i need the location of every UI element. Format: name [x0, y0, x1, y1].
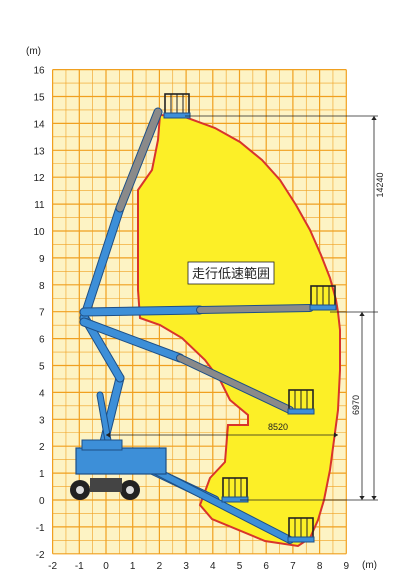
y-tick-label: 9: [39, 254, 45, 265]
dim-outreach-label: 8520: [268, 422, 288, 432]
y-tick-label: 11: [34, 200, 45, 211]
chassis-body: [75, 447, 167, 475]
arrow-total-top: [371, 116, 377, 120]
basket-floor: [287, 408, 315, 415]
y-tick-label: -1: [36, 523, 45, 534]
main-boom-up-gray: [116, 108, 162, 212]
y-tick-label: 7: [39, 308, 45, 319]
main-boom-lowest-blue: [147, 465, 293, 543]
arrow-outreach-left: [106, 432, 110, 438]
main-boom-level-gray: [197, 305, 313, 313]
basket-lowest: [287, 517, 315, 543]
y-tick-label: 4: [39, 388, 45, 399]
basket-mid: [287, 389, 315, 415]
main-boom-level-blue: [80, 306, 204, 316]
y-tick-label: 10: [33, 227, 45, 238]
x-tick-label: 9: [344, 561, 350, 572]
basket-floor: [287, 536, 315, 543]
x-tick-label: -1: [75, 561, 84, 572]
basket-right: [309, 285, 337, 311]
axle-frame: [90, 478, 122, 492]
arrow-middle-bottom: [359, 496, 365, 500]
x-tick-label: 5: [237, 561, 243, 572]
y-tick-label: 14: [33, 119, 45, 130]
x-tick-label: 0: [103, 561, 109, 572]
dimension-lines: [106, 115, 378, 501]
basket-floor: [221, 496, 249, 503]
x-tick-label: 1: [130, 561, 136, 572]
main-boom-mid-gray: [177, 355, 293, 413]
basket-floor: [163, 112, 191, 119]
x-tick-label: 7: [290, 561, 296, 572]
x-tick-label: -2: [48, 561, 57, 572]
arrow-outreach-right: [334, 432, 338, 438]
arrow-middle-top: [359, 312, 365, 316]
y-tick-label: 16: [33, 66, 45, 77]
dim-total-height-label: 14240: [375, 172, 385, 197]
y-tick-label: 2: [39, 442, 45, 453]
y-axis-unit: (m): [26, 46, 41, 57]
y-tick-label: 5: [39, 362, 45, 373]
y-tick-label: 3: [39, 415, 45, 426]
y-tick-label: 0: [39, 496, 45, 507]
x-tick-label: 8: [317, 561, 323, 572]
zone-label-box: [187, 261, 275, 285]
x-tick-label: 3: [183, 561, 189, 572]
y-tick-label: -2: [36, 550, 45, 561]
wheel-hub: [76, 486, 84, 494]
y-tick-label: 12: [33, 173, 45, 184]
zone-label: 走行低速範囲: [192, 266, 270, 281]
aerial-lift-illustration: [70, 93, 337, 544]
main-boom-up-blue: [80, 204, 124, 322]
x-tick-label: 6: [263, 561, 269, 572]
y-tick-label: 1: [39, 469, 45, 480]
basket-low: [221, 477, 249, 503]
y-tick-label: 15: [33, 93, 45, 104]
arrow-total-bottom: [371, 496, 377, 500]
turntable: [81, 439, 123, 451]
x-tick-label: 4: [210, 561, 216, 572]
basket-floor: [309, 304, 337, 311]
x-axis-unit: (m): [362, 560, 377, 571]
basket-top: [163, 93, 191, 119]
main-boom-mid-blue: [80, 318, 184, 362]
x-tick-label: 2: [157, 561, 163, 572]
y-tick-label: 13: [33, 146, 45, 157]
dim-middle-height-label: 6970: [351, 395, 361, 415]
y-tick-label: 6: [39, 335, 45, 346]
wheel-hub: [126, 486, 134, 494]
y-tick-label: 8: [39, 281, 45, 292]
